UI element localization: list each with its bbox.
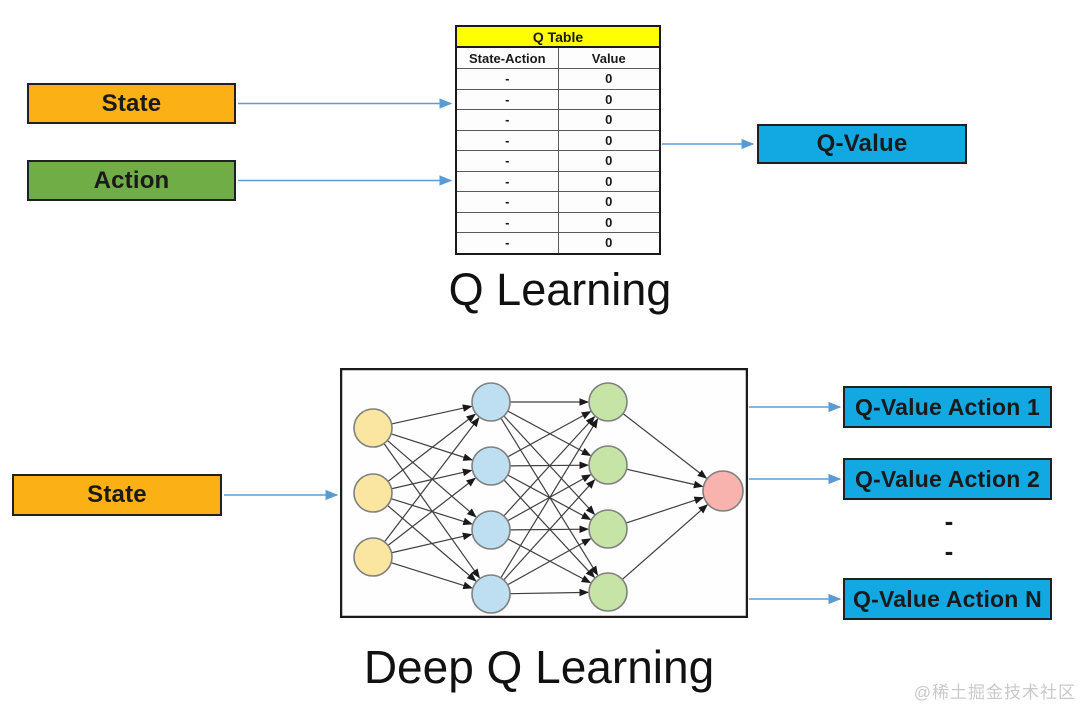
action-label: Action (93, 166, 170, 194)
table-cell: - (455, 88, 559, 110)
ellipsis-dash-1: - (944, 505, 954, 536)
hidden-layer-1-node-1 (471, 382, 511, 422)
q-value-box: Q-Value (757, 124, 967, 164)
q-value-action-1-box: Q-Value Action 1 (843, 386, 1052, 428)
table-row: -0 (455, 150, 661, 172)
state-box-bottom: State (12, 474, 222, 516)
table-cell: 0 (557, 109, 661, 131)
table-cell: - (455, 211, 559, 233)
q-table-col-state-action: State-Action (455, 46, 559, 69)
hidden-layer-1-node-2 (471, 446, 511, 486)
q-value-action-n-label: Q-Value Action N (853, 585, 1042, 612)
hidden-layer-1-node-3 (471, 510, 511, 550)
table-cell: 0 (557, 129, 661, 151)
table-cell: - (455, 150, 559, 172)
hidden-layer-2-node-3 (588, 509, 628, 549)
q-value-action-2-label: Q-Value Action 2 (854, 465, 1041, 492)
table-cell: - (455, 191, 559, 213)
input-layer-node-3 (353, 537, 393, 577)
table-cell: 0 (557, 191, 661, 213)
table-row: -0 (455, 232, 661, 254)
q-value-action-n-box: Q-Value Action N (843, 578, 1052, 620)
hidden-layer-2-node-4 (588, 572, 628, 612)
q-learning-title: Q Learning (448, 264, 672, 315)
table-cell: 0 (557, 68, 661, 90)
hidden-layer-2-node-1 (588, 382, 628, 422)
input-layer-node-2 (353, 473, 393, 513)
q-value-action-2-box: Q-Value Action 2 (843, 458, 1052, 500)
table-row: -0 (455, 68, 661, 90)
deep-q-learning-title: Deep Q Learning (363, 641, 715, 693)
output-layer-node-1 (702, 470, 744, 512)
state-label-top: State (101, 89, 162, 117)
table-cell: - (455, 232, 559, 254)
state-label-bottom: State (87, 481, 147, 508)
table-row: -0 (455, 109, 661, 131)
table-cell: - (455, 68, 559, 90)
table-cell: 0 (557, 88, 661, 110)
table-cell: 0 (557, 150, 661, 172)
q-table-col-value: Value (557, 46, 661, 69)
hidden-layer-1-node-4 (471, 574, 511, 614)
table-cell: 0 (557, 170, 661, 192)
table-row: -0 (455, 211, 661, 233)
hidden-layer-2-node-2 (588, 445, 628, 485)
table-row: -0 (455, 191, 661, 213)
table-cell: 0 (557, 211, 661, 233)
input-layer-node-1 (353, 408, 393, 448)
q-table-title: Q Table (455, 25, 661, 48)
q-value-action-1-label: Q-Value Action 1 (854, 393, 1041, 420)
watermark: @稀土掘金技术社区 (913, 683, 1076, 702)
q-table-body: -0-0-0-0-0-0-0-0-0 (455, 68, 661, 254)
q-value-label: Q-Value (816, 130, 908, 157)
action-box: Action (27, 160, 236, 201)
table-cell: - (455, 109, 559, 131)
table-row: -0 (455, 88, 661, 110)
table-row: -0 (455, 170, 661, 192)
state-box-top: State (27, 83, 236, 124)
table-row: -0 (455, 129, 661, 151)
table-cell: 0 (557, 232, 661, 254)
table-cell: - (455, 129, 559, 151)
table-cell: - (455, 170, 559, 192)
neural-network (340, 368, 748, 618)
ellipsis-dash-2: - (944, 535, 954, 566)
q-table: Q Table State-Action Value -0-0-0-0-0-0-… (455, 25, 661, 255)
